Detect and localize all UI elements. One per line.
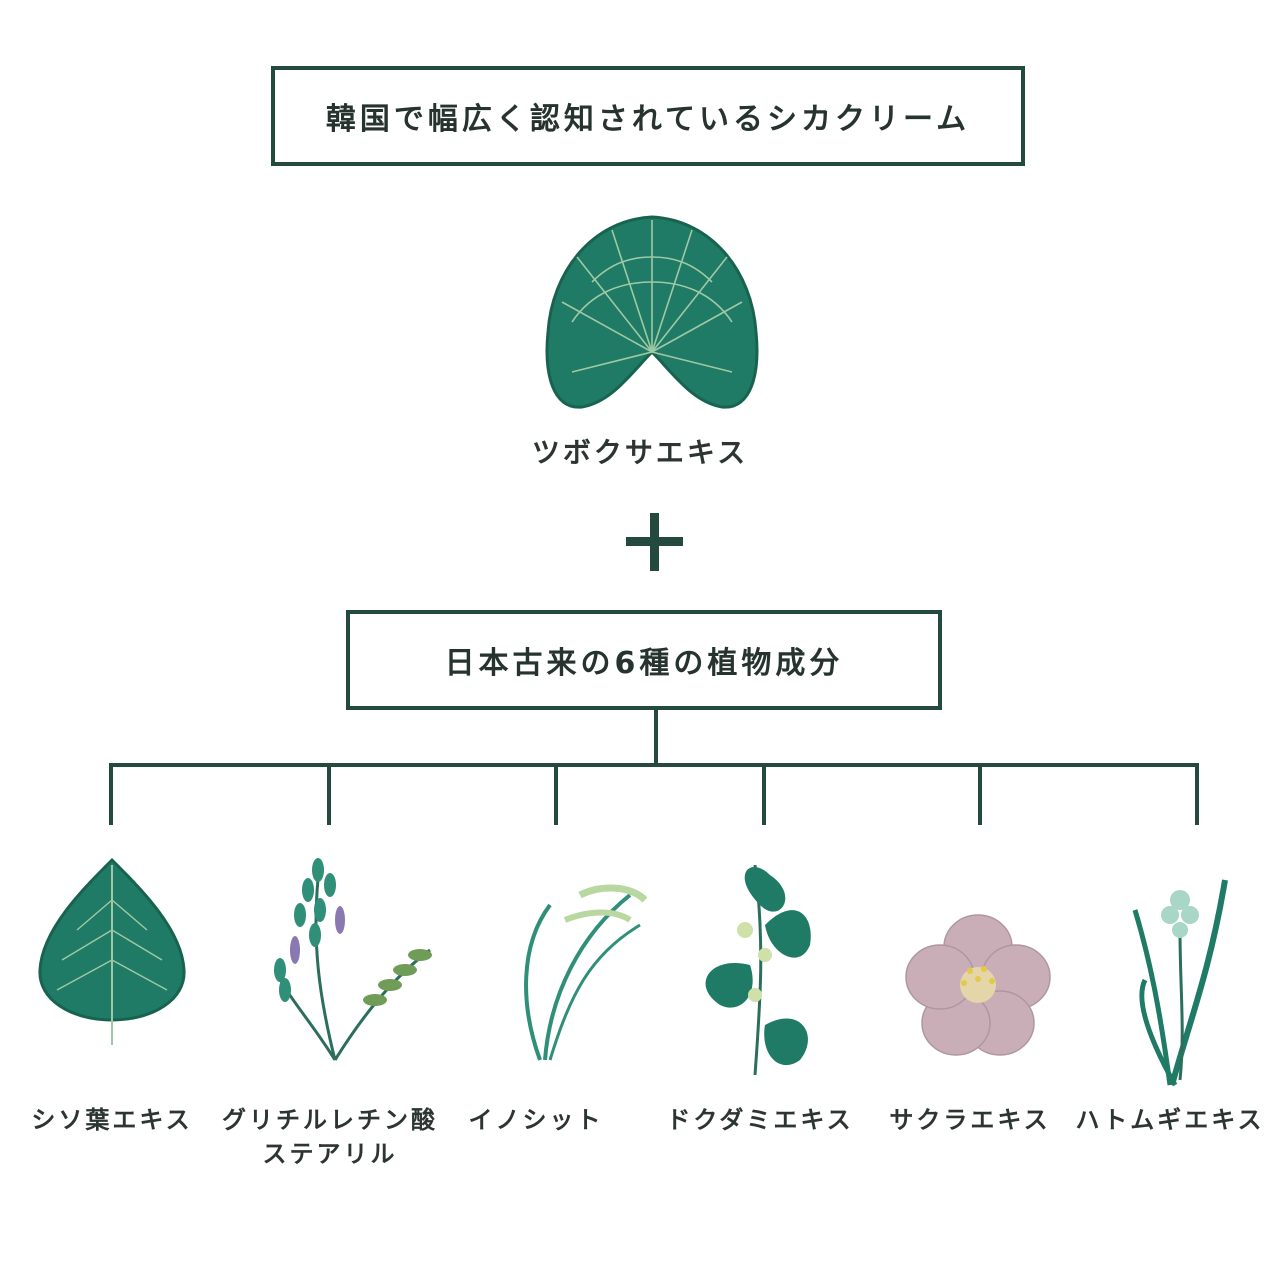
shiso-leaf-icon [38, 857, 186, 1045]
connector-drop-4 [762, 763, 766, 825]
plant-label-6: ハトムギエキス [1075, 1106, 1265, 1134]
dokudami-plant-icon [705, 864, 811, 1076]
connector-stem [654, 710, 658, 766]
connector-drop-2 [327, 763, 331, 825]
licorice-plant-icon [273, 858, 432, 1061]
title-box: 韓国で幅広く認知されているシカクリーム [271, 66, 1025, 166]
connector-drop-1 [109, 763, 113, 825]
plant-label-1: シソ葉エキス [31, 1106, 193, 1134]
main-ingredient-label: ツボクサエキス [531, 436, 749, 469]
connector-drop-3 [554, 763, 558, 825]
plant-label-2: グリチルレチン酸 [222, 1106, 438, 1134]
group-box: 日本古来の6種の植物成分 [346, 610, 942, 710]
plant-label-4: ドクダミエキス [666, 1106, 854, 1134]
connector-bar [109, 763, 1199, 767]
plus-icon-horizontal [626, 537, 683, 546]
title-text: 韓国で幅広く認知されているシカクリーム [325, 102, 971, 137]
rice-plant-icon [524, 884, 648, 1061]
connector-drop-5 [978, 763, 982, 825]
group-title-text: 日本古来の6種の植物成分 [444, 646, 844, 681]
job-tears-plant-icon [1132, 879, 1228, 1087]
connector-drop-6 [1195, 763, 1199, 825]
plant-label-2b: ステアリル [262, 1140, 398, 1168]
plant-label-5: サクラエキス [889, 1106, 1051, 1134]
cherry-blossom-icon [905, 914, 1051, 1056]
plant-label-3: イノシット [468, 1106, 604, 1134]
